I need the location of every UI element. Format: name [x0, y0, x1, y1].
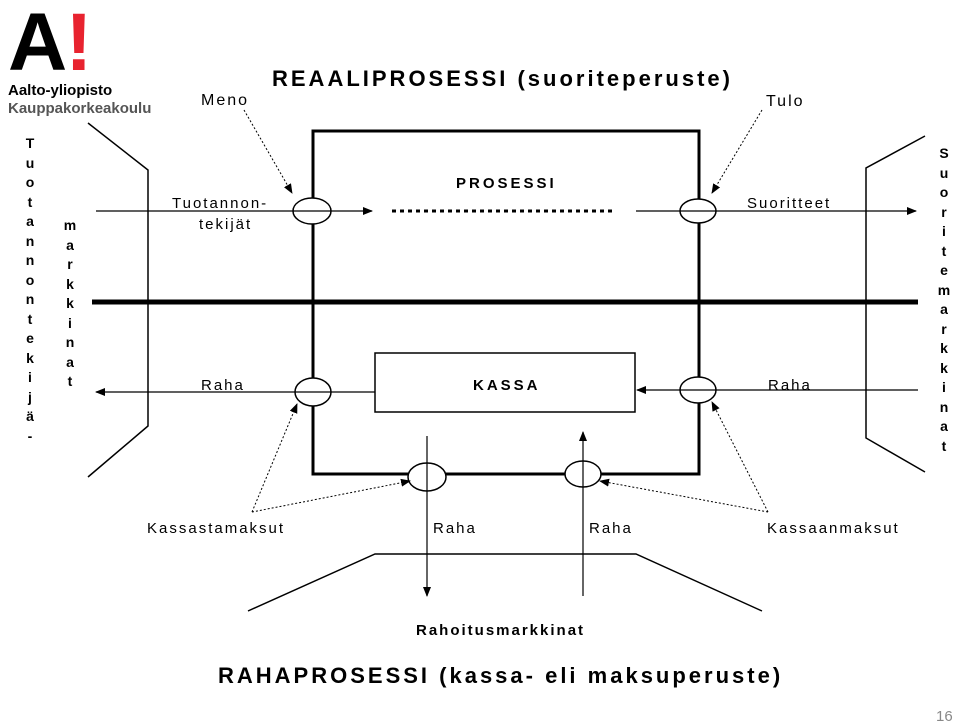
pointer-kassaanmaksut-1	[711, 401, 769, 513]
raha-bottom-right-label: Raha	[589, 520, 633, 537]
vertical-letter: n	[25, 232, 35, 249]
vertical-letter: t	[941, 437, 947, 454]
vertical-letter: t	[27, 193, 33, 210]
vertical-letter: o	[939, 184, 949, 200]
vertical-letter: T	[25, 135, 35, 151]
vertical-letter: r	[941, 320, 947, 337]
pointer-tulo	[711, 109, 763, 194]
prosessi-label: PROSESSI	[456, 175, 557, 192]
suoritteet-label: Suoritteet	[747, 195, 832, 212]
vertical-letter: n	[25, 291, 35, 307]
vertical-letter: a	[66, 353, 74, 370]
bottom-title: RAHAPROSESSI (kassa- eli maksuperuste)	[218, 663, 784, 688]
vertical-letter: k	[66, 275, 74, 292]
vertical-letter: j	[28, 388, 32, 405]
vertical-letter: a	[940, 301, 948, 317]
vertical-letter: u	[25, 154, 35, 171]
vertical-letter: i	[942, 223, 946, 239]
vertical-letter: n	[939, 398, 949, 415]
vertical-letter: i	[28, 369, 32, 385]
vertical-letter: u	[939, 164, 949, 181]
vertical-letter: i	[942, 379, 946, 395]
kassa-label: KASSA	[473, 377, 541, 394]
vertical-letter: k	[940, 359, 948, 376]
vertical-letter: o	[25, 271, 35, 288]
kassastamaksut-label: Kassastamaksut	[147, 520, 286, 537]
vertical-letter: k	[66, 295, 74, 311]
vertical-letter: k	[26, 349, 34, 366]
pointer-meno	[243, 109, 293, 194]
financial-market-bracket	[247, 553, 763, 612]
logo-letter: A	[8, 0, 67, 88]
top-title: REAALIPROSESSI (suoriteperuste)	[272, 66, 733, 91]
vertical-letter: S	[939, 145, 949, 161]
tuotannontekijat-label-2: tekijät	[199, 216, 253, 233]
vertical-letter: a	[26, 213, 34, 229]
left-market-bracket	[87, 122, 149, 478]
raha-bottom-left-label: Raha	[433, 520, 477, 537]
vertical-letter: r	[67, 256, 73, 272]
vertical-letter: a	[66, 236, 74, 253]
vertical-letter: o	[25, 174, 35, 190]
vertical-letter: a	[940, 418, 948, 434]
vertical-letter: r	[941, 203, 947, 220]
page-number: 16	[936, 708, 953, 725]
logo-school-name: Kauppakorkeakoulu	[8, 100, 152, 117]
raha-left-label: Raha	[201, 377, 245, 394]
vertical-letter: k	[940, 340, 948, 356]
vertical-letter: t	[27, 310, 33, 327]
logo-exclamation: !	[65, 0, 92, 88]
vertical-letter: t	[67, 373, 73, 389]
kassa-box	[374, 352, 636, 413]
rahoitusmarkkinat-label: Rahoitusmarkkinat	[416, 622, 586, 639]
vertical-letter: i	[68, 314, 72, 331]
tuotannontekijat-label-1: Tuotannon-	[172, 195, 269, 212]
pointer-kassastamaksut-2	[251, 478, 411, 513]
pointer-kassastamaksut-1	[251, 403, 298, 513]
kassaanmaksut-label: Kassaanmaksut	[767, 520, 900, 537]
meno-label: Meno	[201, 92, 250, 109]
vertical-letter: e	[26, 330, 34, 346]
vertical-letter: -	[27, 427, 33, 444]
vertical-letter: n	[65, 334, 75, 350]
aalto-logo: A!	[8, 2, 93, 84]
vertical-letter: n	[25, 252, 35, 268]
logo-university-name: Aalto-yliopisto	[8, 82, 113, 99]
pointer-kassaanmaksut-2	[599, 478, 769, 513]
vertical-letter: ä	[26, 408, 34, 424]
vertical-letter: m	[937, 281, 951, 298]
vertical-letter: e	[940, 262, 948, 278]
raha-right-label: Raha	[768, 377, 812, 394]
vertical-letter: t	[941, 242, 947, 259]
tulo-label: Tulo	[766, 93, 805, 110]
vertical-letter: m	[63, 217, 77, 233]
